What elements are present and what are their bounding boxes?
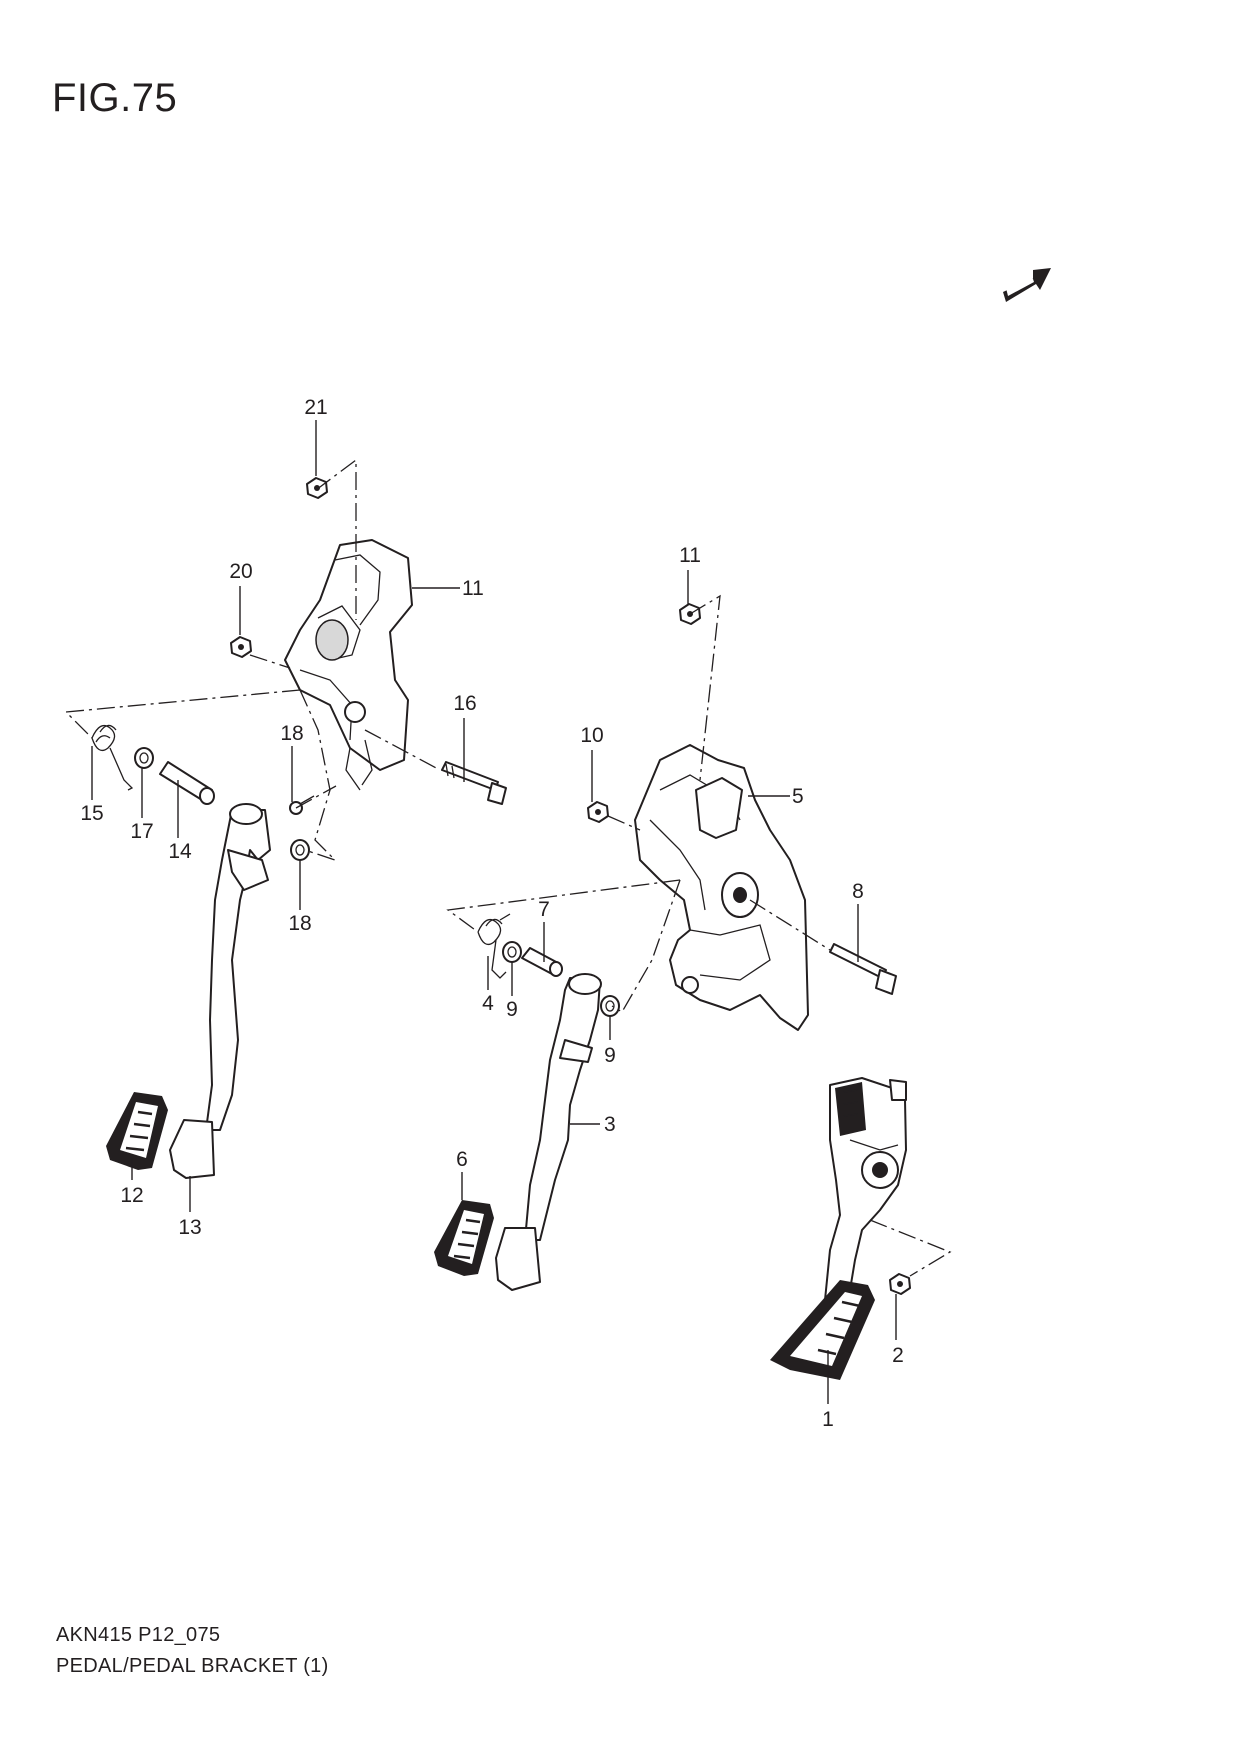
- part-1-accelerator-pedal: [770, 1077, 907, 1380]
- assembly-centerlines: [64, 458, 952, 1277]
- part-17-bolt: [441, 761, 507, 805]
- callout-7: 7: [538, 898, 550, 921]
- callout-15: 14: [168, 840, 192, 863]
- part-18-bushing-lower: [290, 839, 310, 861]
- callout-18-lower: 18: [288, 912, 311, 935]
- callout-8: 8: [852, 880, 864, 903]
- part-5-brake-pedal-bracket: [634, 744, 809, 1031]
- part-14-clutch-pedal-arm: [169, 803, 271, 1179]
- part-4-return-spring: [477, 913, 511, 979]
- part-9-bushing-lower: [600, 995, 620, 1017]
- callout-14: 13: [178, 1216, 201, 1239]
- part-15-pivot-pipe: [159, 761, 215, 805]
- callout-10: 10: [580, 724, 603, 747]
- part-18-bushing-upper: [134, 747, 154, 769]
- callout-20: 20: [229, 560, 252, 583]
- callout-19: 18: [280, 722, 303, 745]
- callout-6: 6: [456, 1148, 468, 1171]
- figure-code: AKN415 P12_075: [56, 1624, 221, 1646]
- part-7-pivot-pipe: [521, 947, 563, 977]
- part-16-return-spring: [91, 724, 134, 791]
- part-2-nut: [889, 1273, 911, 1295]
- leader-lines: [91, 420, 897, 1404]
- part-13-pedal-pad: [106, 1092, 168, 1170]
- callout-21: 21: [304, 396, 327, 419]
- part-12-pedal-bracket: [284, 539, 413, 791]
- callout-5: 5: [792, 785, 804, 808]
- callout-13: 12: [120, 1184, 143, 1207]
- figure-title: FIG.75: [52, 76, 178, 120]
- callout-9-lower: 9: [604, 1044, 616, 1067]
- callout-16: 15: [80, 802, 103, 825]
- part-8-bolt: [829, 943, 897, 995]
- callout-labels: 21 20 11 16 18 15 17 14 18 10 11 5 8 7 4…: [80, 396, 904, 1431]
- part-20-nut: [230, 636, 252, 658]
- part-3-brake-pedal-arm: [495, 973, 602, 1291]
- part-21-nut: [306, 477, 328, 499]
- callout-4: 4: [482, 992, 494, 1015]
- figure-name: PEDAL/PEDAL BRACKET (1): [56, 1655, 329, 1677]
- part-6-pedal-pad: [434, 1200, 494, 1276]
- callout-11: 11: [679, 544, 701, 567]
- callout-2: 2: [892, 1344, 904, 1367]
- callout-3: 3: [604, 1113, 616, 1136]
- callout-18-upper: 17: [130, 820, 153, 843]
- part-10-nut: [587, 801, 609, 823]
- fwd-arrow-icon: FWD: [1003, 268, 1051, 302]
- callout-9-upper: 9: [506, 998, 518, 1021]
- callout-12: 11: [462, 577, 484, 600]
- part-9-bushing-upper: [502, 941, 522, 963]
- callout-17: 16: [453, 692, 476, 715]
- callout-1: 1: [822, 1408, 834, 1431]
